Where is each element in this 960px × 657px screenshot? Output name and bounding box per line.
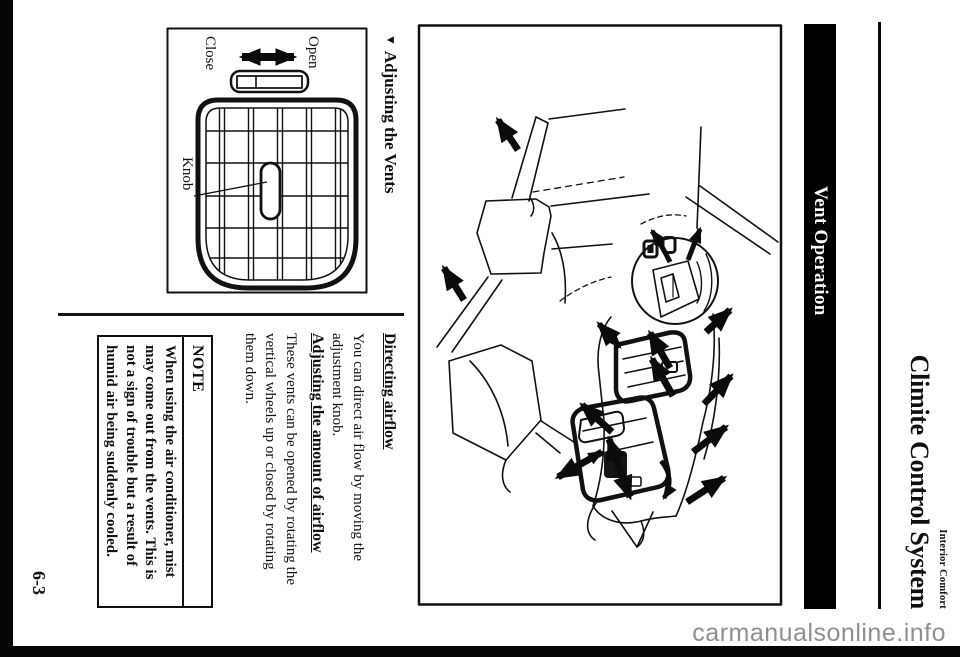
figure-heading: ▼ Adjusting the Vents [380, 34, 400, 194]
section-directing-airflow-heading: Directing airflow [381, 333, 398, 450]
section-directing-airflow-body: You can direct air flow by moving the ad… [329, 333, 367, 562]
note-box: NOTE When using the air conditioner, mis… [97, 335, 213, 608]
knob-leader-line [193, 181, 268, 197]
triangle-marker-icon: ▼ [384, 34, 398, 46]
column-divider [58, 313, 404, 316]
dashboard-figure [417, 24, 783, 606]
header-rule [878, 22, 881, 609]
vent-figure: Open Close Knob [166, 27, 368, 294]
label-close: Close [202, 36, 218, 71]
figure-heading-label: Adjusting the Vents [381, 50, 400, 194]
page-header: Interior Comfort Climite Control System [904, 355, 948, 609]
label-open: Open [305, 36, 321, 69]
vent-knob [259, 161, 282, 221]
scan-edge-bar [0, 0, 13, 657]
airflow-arrows [441, 116, 734, 505]
vent-grille [195, 97, 359, 291]
note-body: When using the air conditioner, mist may… [103, 345, 179, 580]
header-eyebrow: Interior Comfort [937, 529, 948, 609]
page-number: 6-3 [29, 571, 49, 595]
section-banner: Vent Operation [804, 24, 836, 609]
section-banner-label: Vent Operation [810, 186, 831, 316]
section-amount-airflow-heading: Adjusting the amount of airflow [309, 333, 326, 553]
dashboard-figure-frame [417, 24, 783, 606]
page-title: Climite Control System [905, 354, 934, 609]
watermark-bar [0, 646, 960, 657]
vent-slider [229, 69, 310, 94]
note-label: NOTE [182, 337, 211, 606]
label-knob: Knob [179, 157, 195, 190]
watermark-text: carmanualsonline.info [692, 619, 946, 647]
vent-figure-frame [166, 27, 368, 294]
section-amount-airflow-body: These vents can be opened by rotating th… [242, 333, 299, 585]
